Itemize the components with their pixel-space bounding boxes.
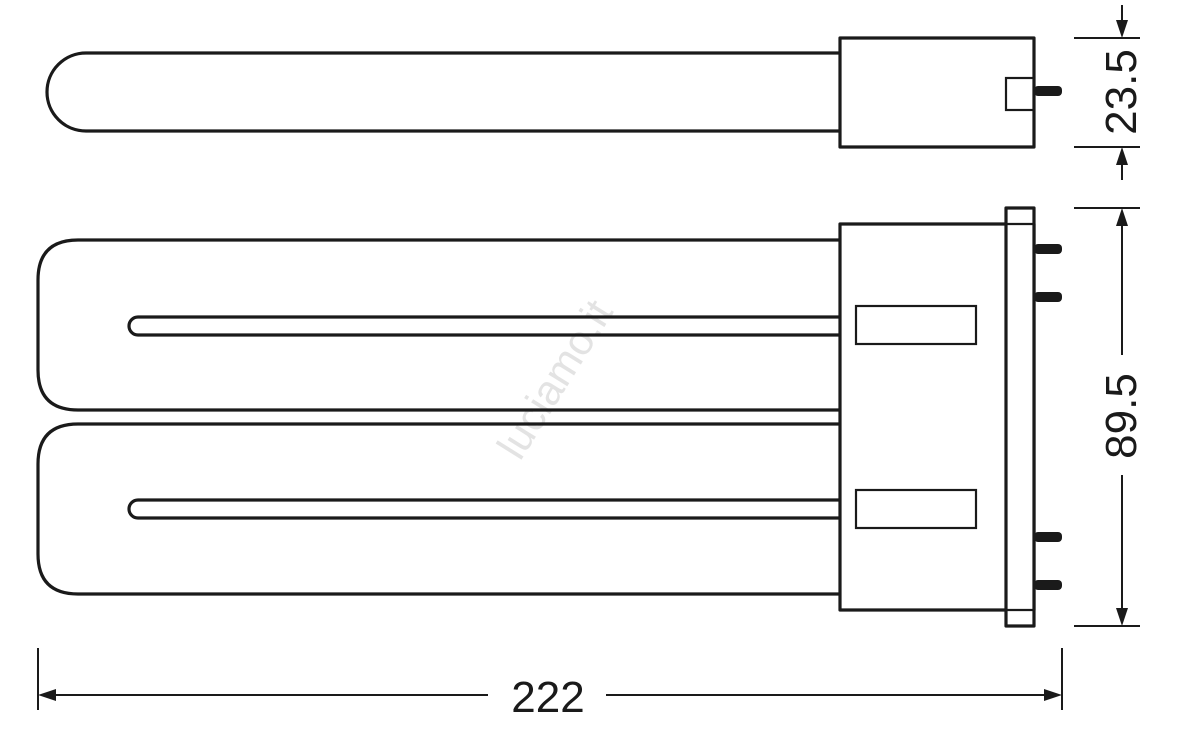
tube-diameter-label: 23.5 [1097,49,1146,135]
front-view-base [838,222,1036,612]
total-height-label: 89.5 [1097,373,1146,459]
total-height-dimension: 89.5 [1074,207,1146,627]
side-view-base [838,36,1036,149]
overall-length-label: 222 [511,673,584,722]
connector-strip [1004,206,1036,628]
pin-1 [1034,244,1062,254]
base-window-upper [854,304,978,346]
side-view-pin [1034,86,1062,96]
front-view: 89.5 [36,206,1146,628]
pin-2 [1034,292,1062,302]
lower-tube-inner-slot [127,498,842,520]
side-view: 23.5 [45,5,1146,180]
side-view-pin-housing [1004,76,1036,112]
height-arrow-top [1116,208,1128,226]
diameter-arrow-top [1116,20,1128,38]
side-view-tube [45,51,842,133]
upper-u-tube [36,238,842,412]
length-arrow-left [38,689,56,701]
base-window-lower [854,488,978,530]
height-arrow-bottom [1116,608,1128,626]
pin-3 [1034,532,1062,542]
overall-length-dimension: 222 [37,648,1063,722]
diameter-arrow-bottom [1116,147,1128,165]
pin-4 [1034,580,1062,590]
lower-u-tube [36,422,842,596]
upper-tube-inner-slot [127,315,842,337]
tube-diameter-dimension: 23.5 [1074,5,1146,180]
length-arrow-right [1044,689,1062,701]
